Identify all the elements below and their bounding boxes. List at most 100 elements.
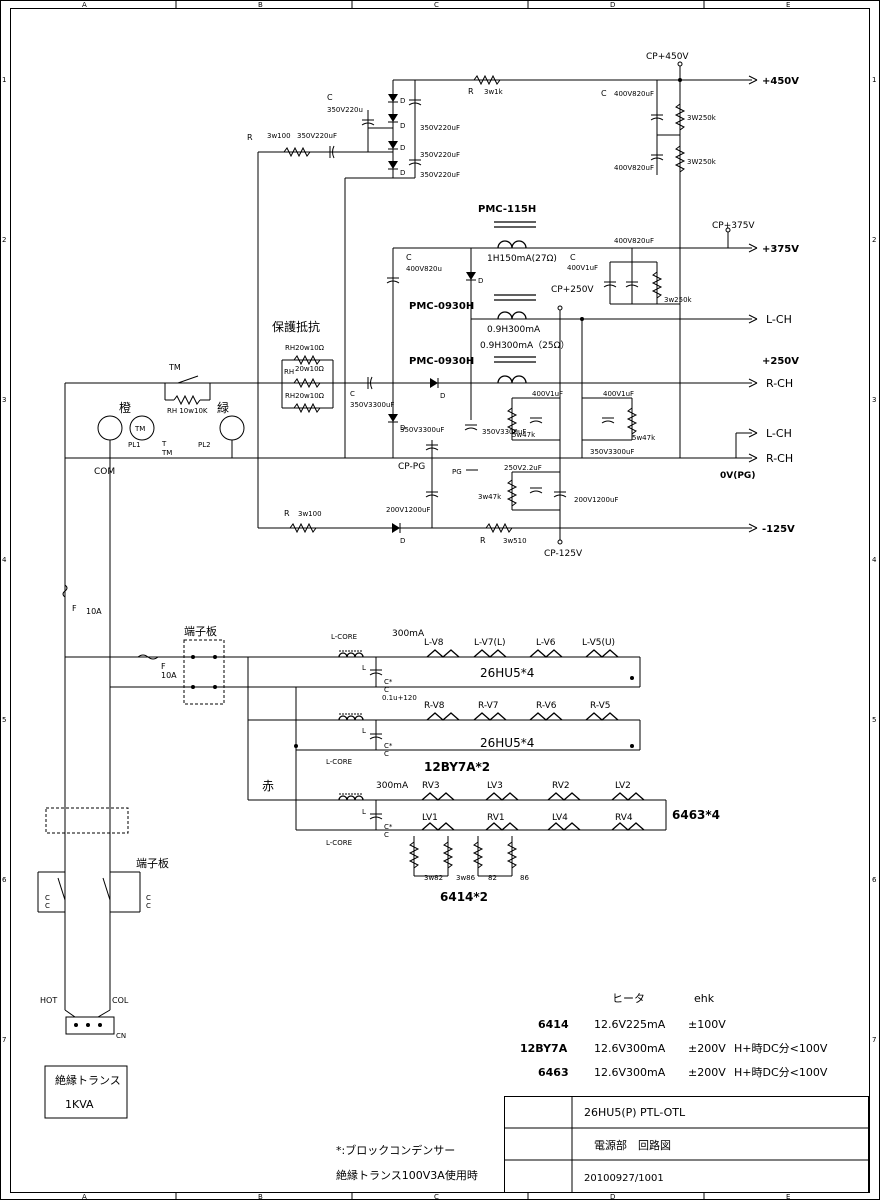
row-label-6: 6 [2,876,7,884]
row1-tube-1: L-V8 [424,638,444,648]
spec-row2-heater: 12.6V300mA [594,1042,666,1055]
r-3w100-b: 3w100 [298,510,322,518]
row2-tube-4: R-V5 [590,701,611,711]
row-label-4: 4 [2,556,7,564]
c-400v1uf-c: 400V1uF [603,390,634,398]
r-5w47k-b: 5w47k [632,434,656,442]
cstar-1: C* [384,678,393,686]
fuse1-10a: 10A [86,607,102,616]
row4-tube-4: RV4 [615,813,633,823]
orange-lamp-label: 橙 [119,400,131,415]
c-350v220uf-a: 350V220uF [420,124,460,132]
c-400v820uf-c: 400V820uF [614,237,654,245]
spec-head-heater: ヒータ [612,992,645,1005]
r-3w250k-a: 3W250k [687,114,717,122]
row-label-5: 5 [2,716,6,724]
pl2-label: PL2 [198,441,211,449]
col-label-c-bottom: C [434,1193,439,1200]
col-label-e: E [786,1,790,9]
r-val-2: 3w86 [456,874,476,882]
col-label-e-bottom: E [786,1193,790,1200]
r-3w100-label: 3w100 [267,132,291,140]
label-6463: 6463*4 [672,808,720,822]
c-250v2-2uf: 250V2.2uF [504,464,542,472]
cstar-3: C* [384,823,393,831]
tm-switch-label: TM [168,363,181,372]
c-3: C [384,831,389,839]
spec-row3-heater: 12.6V300mA [594,1066,666,1079]
c-200v1200uf-b: 200V1200uF [574,496,618,504]
c-350v3300uf-a: 350V3300uF [350,401,394,409]
cpm125-label: CP-125V [544,549,583,559]
spec-row2-ehk: ±200V [688,1042,726,1055]
title-block: 26HU5(P) PTL-OTL 電源部 回路図 20100927/1001 [504,1096,869,1193]
row4-tube-3: LV4 [552,813,568,823]
r-3w47k: 3w47k [478,493,502,501]
tanshi2-label: 端子板 [136,856,169,870]
r-3w1k-label: 3w1k [484,88,504,96]
row-label-3: 3 [2,396,6,404]
rch2-label: R-CH [766,452,793,465]
fuse2-f: F [161,662,166,671]
col-label-d-bottom: D [610,1193,615,1200]
pmc115-label: PMC-115H [478,204,536,215]
label-6414: 6414*2 [440,890,488,904]
spec-row1-tube: 6414 [538,1018,569,1031]
row2-tube-3: R-V6 [536,701,557,711]
rh-10w10k: RH 10w10K [167,407,208,415]
ma300-b: 300mA [376,781,409,791]
rh-label: RH [284,368,294,376]
tm-lamp-label: TM [134,425,145,433]
c-450-a-label: C [601,89,607,98]
pg-label: PG [452,468,462,476]
diode-label-3: D [400,144,405,152]
cstar-2: C* [384,742,393,750]
input-section: 端子板 C C C C HOT COL CN 絶縁トランス 1KVA [37,807,169,1119]
fuse2-10a: 10A [161,671,177,680]
diode-label-5: D [478,277,483,285]
pmc115-spec: 1H150mA(27Ω) [487,254,557,264]
row1-tube-4: L-V5(U) [582,638,615,648]
row4-tube-2: RV1 [487,813,505,823]
r-3w510-r: R [480,536,486,545]
bias-125-section: CP-PG PG 200V1200uF 250V2.2uF 3w47k 200V… [257,152,795,559]
l-1: L [362,664,366,672]
tanshi1-label: 端子板 [184,624,217,638]
iso-title: 絶縁トランス [55,1073,121,1087]
pmc0930a-label: PMC-0930H [409,301,474,312]
c-350v220uf-c: 350V220uF [420,171,460,179]
spec-table: ヒータ ehk 6414 12.6V225mA ±100V 12BY7A 12.… [520,992,828,1079]
diode-label-7: D [400,424,405,432]
spec-row3-tube: 6463 [538,1066,569,1079]
r-top-label: R [468,87,474,96]
pmc0930a-spec: 0.9H300mA [487,325,541,335]
col-label-a-bottom: A [82,1193,87,1200]
r-val-4: 86 [520,874,529,882]
spec-row2-tube: 12BY7A [520,1042,568,1055]
zero-pg-label: 0V(PG) [720,471,755,481]
diode-label-8: D [400,537,405,545]
row4-tube-1: LV1 [422,813,438,823]
spec-row2-note: H+時DC分<100V [734,1042,828,1055]
input-c-4: C [146,902,151,910]
title-section: 電源部 回路図 [594,1138,671,1152]
diode-label-6: D [440,392,445,400]
c-val-1: 0.1u+120 [382,694,417,702]
diode-label-1: D [400,97,405,105]
spec-row1-ehk: ±100V [688,1018,726,1031]
c-350v3300uf-b: 350V3300uF [400,426,444,434]
hv-375-section: PMC-115H 1H150mA(27Ω) +375V CP+375V C 40… [386,204,799,458]
note-block-capacitor: *:ブロックコンデンサー [336,1143,455,1157]
row-label-5-right: 5 [872,716,876,724]
r-3w510: 3w510 [503,537,527,545]
tm-label-2: TM [161,449,172,457]
rh20w10-b: 20w10Ω [295,365,325,373]
c-400v820u: 400V820u [406,265,442,273]
row-label-2: 2 [2,236,6,244]
green-lamp-label: 緑 [217,400,229,415]
c-2: C [384,750,389,758]
row1-tube-3: L-V6 [536,638,556,648]
rail-m125-label: -125V [762,524,795,535]
hot-label: HOT [40,996,57,1005]
